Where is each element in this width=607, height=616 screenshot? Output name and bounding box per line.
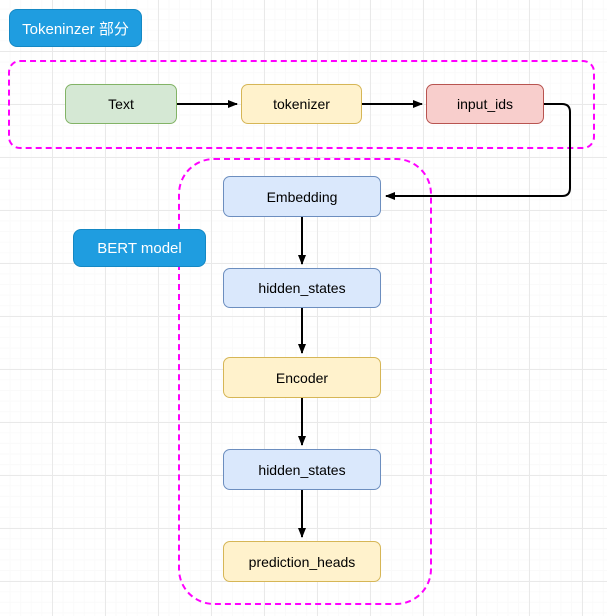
- node-hidden-states-1[interactable]: hidden_states: [223, 268, 381, 308]
- tokenizer-section-badge[interactable]: Tokeninzer 部分: [9, 9, 142, 47]
- node-text[interactable]: Text: [65, 84, 177, 124]
- node-input-ids[interactable]: input_ids: [426, 84, 544, 124]
- node-embedding[interactable]: Embedding: [223, 176, 381, 217]
- node-tokenizer[interactable]: tokenizer: [241, 84, 362, 124]
- node-hidden-states-2[interactable]: hidden_states: [223, 449, 381, 490]
- tokenizer-group-boundary: [8, 60, 595, 149]
- node-prediction-heads[interactable]: prediction_heads: [223, 541, 381, 582]
- bert-section-badge[interactable]: BERT model: [73, 229, 206, 267]
- node-encoder[interactable]: Encoder: [223, 357, 381, 398]
- bert-group-boundary: [178, 158, 432, 605]
